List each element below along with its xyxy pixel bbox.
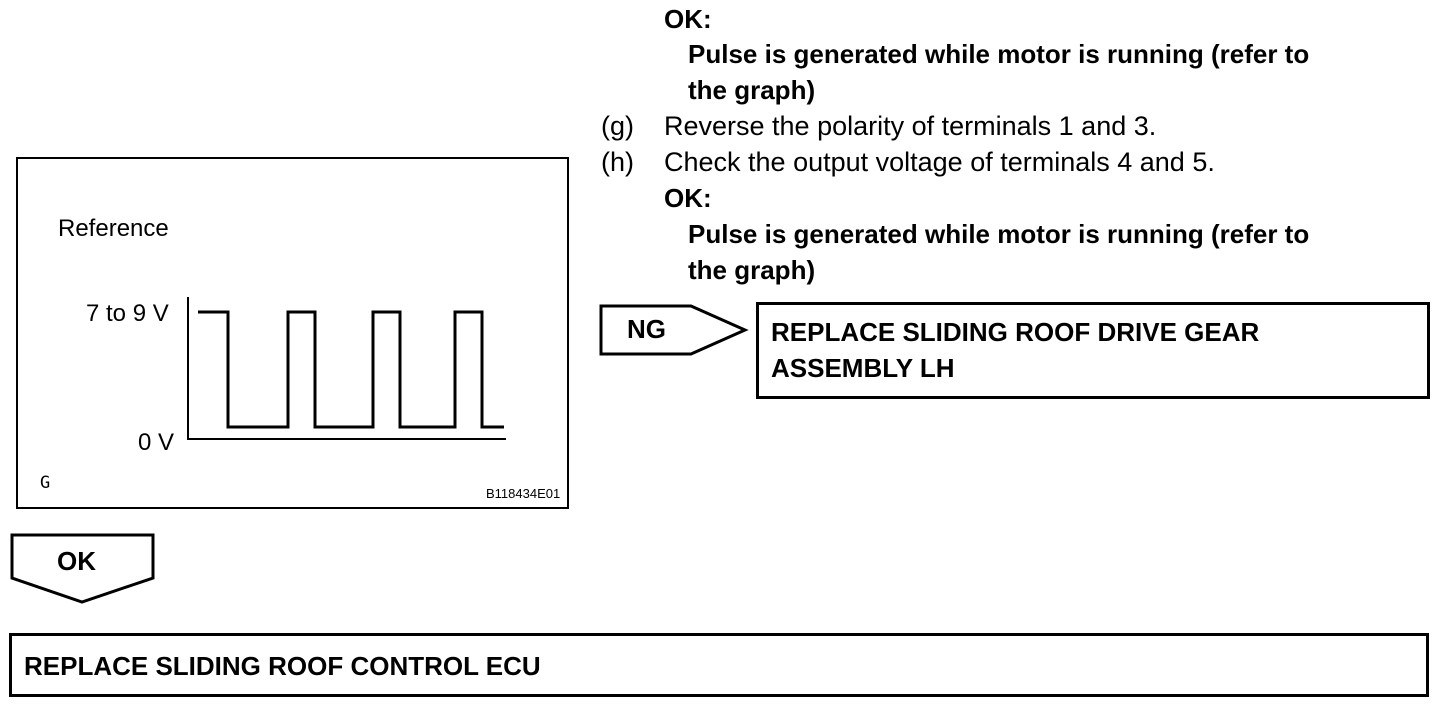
pulse-graph [187, 297, 506, 440]
high-voltage-label: 7 to 9 V [86, 300, 169, 327]
ok-result-text: REPLACE SLIDING ROOF CONTROL ECU [24, 651, 541, 681]
ng-result-box: REPLACE SLIDING ROOF DRIVE GEAR ASSEMBLY… [756, 302, 1430, 399]
ok-result-box: REPLACE SLIDING ROOF CONTROL ECU [9, 633, 1429, 697]
reference-figure: Reference 7 to 9 V 0 V G B118434E01 [16, 157, 569, 509]
step-h-text: Check the output voltage of terminals 4 … [664, 147, 1215, 177]
corner-mark: G [40, 473, 51, 493]
step-g-letter: (g) [601, 111, 634, 141]
pulse-note-2-line1: Pulse is generated while motor is runnin… [688, 219, 1310, 249]
ng-result-line2: ASSEMBLY LH [771, 353, 955, 383]
ok-arrow [10, 533, 155, 604]
ng-result-line1: REPLACE SLIDING ROOF DRIVE GEAR [771, 317, 1260, 347]
ng-label: NG [627, 314, 666, 344]
figure-id: B118434E01 [486, 486, 561, 501]
ok-flow-label: OK [57, 546, 96, 576]
pulse-note-1-line1: Pulse is generated while motor is runnin… [688, 39, 1310, 69]
step-h-letter: (h) [601, 147, 634, 177]
pulse-note-2-line2: the graph) [688, 255, 816, 285]
ok-label-2: OK: [664, 183, 712, 213]
pulse-waveform [198, 310, 504, 429]
pulse-note-1-line2: the graph) [688, 75, 816, 105]
reference-label: Reference [58, 215, 169, 242]
step-g-text: Reverse the polarity of terminals 1 and … [664, 111, 1157, 141]
low-voltage-label: 0 V [138, 429, 175, 456]
ng-arrow [599, 304, 749, 356]
ok-label-1: OK: [664, 4, 712, 34]
